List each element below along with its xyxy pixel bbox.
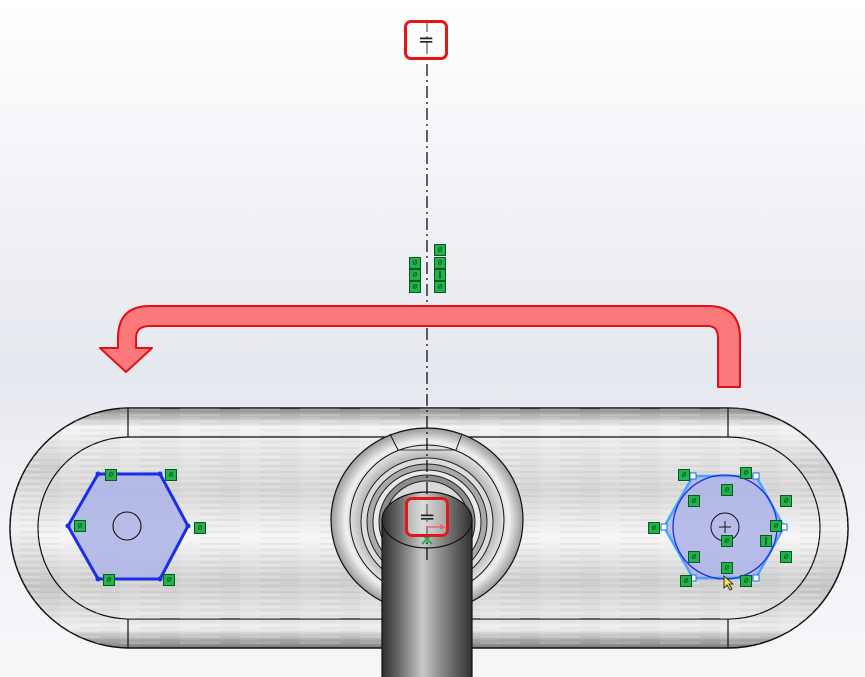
relation-icon-centerline-7[interactable]: ⌀	[434, 281, 446, 293]
relation-icon-centerline-3[interactable]: ⌀	[434, 257, 446, 269]
symmetric-relation-glyph-center[interactable]: ═	[405, 497, 449, 537]
relation-icon-left-hex-6[interactable]: ⌀	[163, 574, 175, 586]
mouse-cursor-icon	[723, 575, 735, 591]
relation-icon-right-hex-1[interactable]: ⌀	[678, 469, 690, 481]
relation-icon-right-hex-6[interactable]: ⌀	[648, 522, 660, 534]
mirror-direction-arrow-icon	[99, 305, 741, 388]
symmetric-relation-icon: ═	[419, 28, 433, 52]
relation-icon-right-hex-13[interactable]: ⌀	[680, 575, 692, 587]
left-hexagon-sketch[interactable]	[65, 471, 191, 582]
relation-icon-right-hex-9[interactable]: ∥	[760, 535, 772, 547]
relation-icon-left-hex-3[interactable]: ⌀	[194, 522, 206, 534]
relation-icon-right-hex-4[interactable]: ⌀	[721, 484, 733, 496]
shaft[interactable]	[381, 491, 473, 677]
relation-icon-right-hex-8[interactable]: ⌀	[721, 535, 733, 547]
relation-icon-right-hex-11[interactable]: ⌀	[780, 551, 792, 563]
relation-icon-right-hex-10[interactable]: ⌀	[688, 551, 700, 563]
relation-icon-left-hex-4[interactable]: ⌀	[74, 520, 86, 532]
relation-icon-centerline-6[interactable]: ⌀	[409, 281, 421, 293]
relation-icon-left-hex-2[interactable]: ⌀	[165, 469, 177, 481]
relation-icon-centerline-1[interactable]: ⌀	[434, 244, 446, 256]
symmetric-relation-icon: ═	[420, 505, 434, 529]
relation-icon-right-hex-7[interactable]: ⌀	[770, 520, 782, 532]
relation-icon-right-hex-14[interactable]: ⌀	[740, 575, 752, 587]
relation-icon-right-hex-2[interactable]: ⌀	[740, 467, 752, 479]
relation-icon-right-hex-5[interactable]: ⌀	[780, 495, 792, 507]
relation-icon-centerline-4[interactable]: ⌀	[409, 269, 421, 281]
relation-icon-left-hex-5[interactable]: ⌀	[103, 574, 115, 586]
relation-icon-right-hex-3[interactable]: ⌀	[688, 495, 700, 507]
relation-icon-centerline-5[interactable]: ∥	[434, 269, 446, 281]
relation-icon-centerline-2[interactable]: ⌀	[409, 257, 421, 269]
symmetric-relation-glyph-top[interactable]: ═	[404, 20, 448, 60]
relation-icon-right-hex-12[interactable]: ⌀	[721, 562, 733, 574]
relation-icon-left-hex-1[interactable]: ⌀	[105, 469, 117, 481]
